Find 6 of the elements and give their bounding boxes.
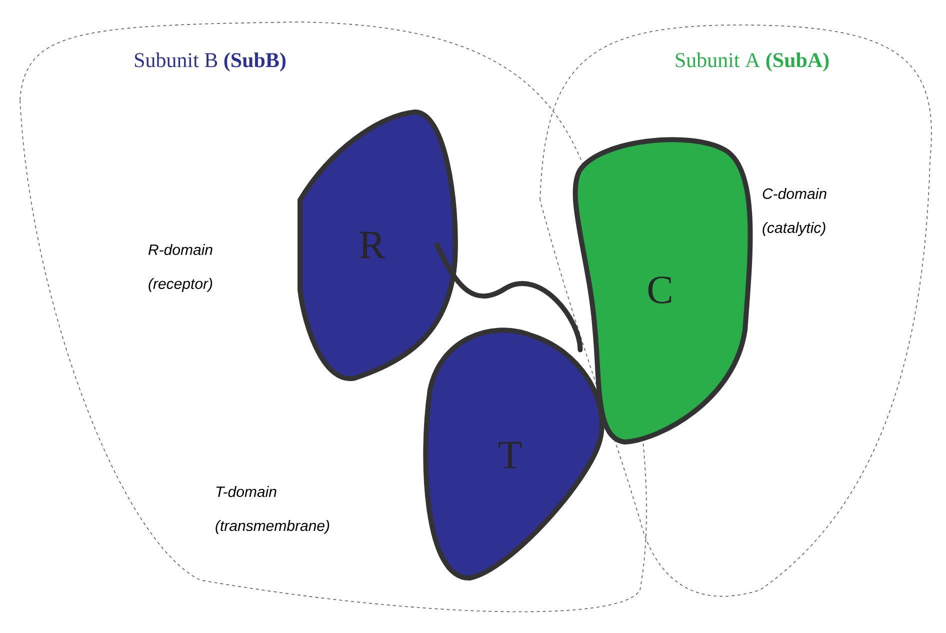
domain-label: R-domain (receptor)	[148, 244, 212, 292]
domain-blob: T	[423, 328, 604, 580]
domain-label: T-domain (transmembrane)	[216, 486, 330, 534]
linker-line	[434, 242, 583, 352]
domain-blob: C	[572, 137, 753, 444]
domain-blob: R	[298, 110, 458, 381]
